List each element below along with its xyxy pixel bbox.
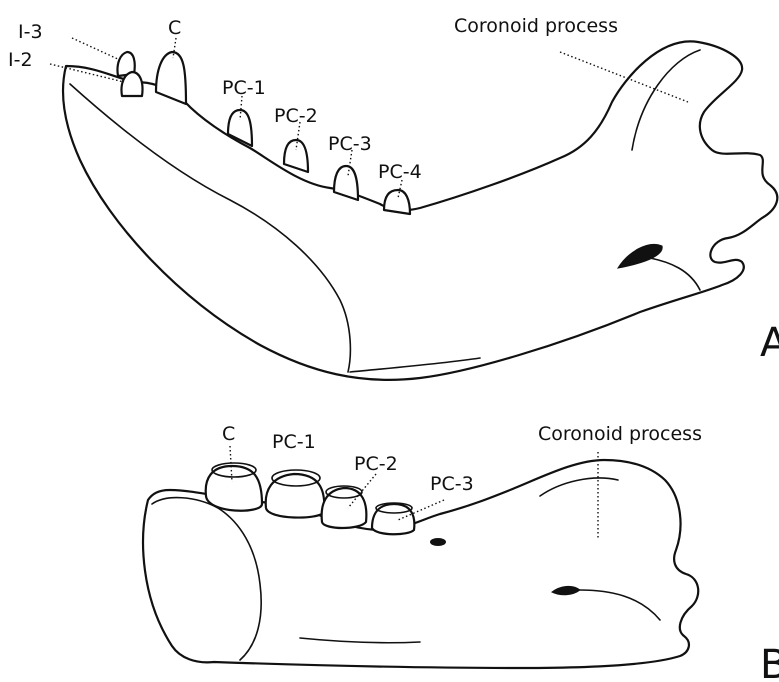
panel-b-foramen-1	[430, 538, 446, 546]
panel-a-label-i2: I-2	[8, 49, 33, 71]
panel-b-tooth-pc2	[322, 488, 367, 528]
panel-b-letter: B	[760, 642, 779, 682]
panel-a-letter: A	[760, 320, 779, 366]
panel-b-label-pc2: PC-2	[354, 453, 398, 475]
panel-a-drawing	[50, 38, 777, 380]
panel-a-label-coronoid: Coronoid process	[454, 15, 618, 37]
panel-a-tooth-i2	[121, 72, 142, 96]
panel-a-tooth-c	[156, 52, 186, 104]
panel-a-label-pc2: PC-2	[274, 105, 318, 127]
panel-b-coronoid-ridge	[540, 478, 618, 496]
panel-a-tooth-pc2	[284, 140, 308, 172]
panel-b-symphysis	[152, 498, 261, 660]
panel-a-label-c: C	[168, 17, 181, 39]
panel-a-label-pc1: PC-1	[222, 77, 266, 99]
panel-a-tooth-pc4	[384, 190, 410, 214]
panel-b-condyle-ridge	[580, 590, 660, 620]
panel-b-tooth-pc3	[372, 504, 414, 534]
panel-a-label-i3: I-3	[18, 21, 43, 43]
panel-b-tooth-pc1	[266, 474, 325, 518]
panel-a-label-pc4: PC-4	[378, 161, 422, 183]
panel-a-condyle-ridge	[650, 258, 700, 290]
panel-b-foramen-2	[552, 586, 580, 594]
panel-b-label-pc3: PC-3	[430, 473, 474, 495]
panel-a-tooth-pc3	[334, 166, 358, 200]
panel-b-drawing	[143, 446, 698, 668]
panel-b-lower-border	[300, 638, 420, 643]
panel-a-symphysis	[70, 84, 350, 372]
panel-a-leader-coronoid	[560, 52, 688, 102]
panel-a-tooth-pc1	[228, 110, 252, 146]
panel-a-label-pc3: PC-3	[328, 133, 372, 155]
panel-a-leader-i3	[72, 38, 120, 60]
panel-b-label-pc1: PC-1	[272, 431, 316, 453]
panel-a-leader-i2	[50, 64, 124, 82]
panel-b-label-coronoid: Coronoid process	[538, 423, 702, 445]
panel-a-foramen	[618, 244, 662, 268]
panel-b-label-c: C	[222, 423, 235, 445]
